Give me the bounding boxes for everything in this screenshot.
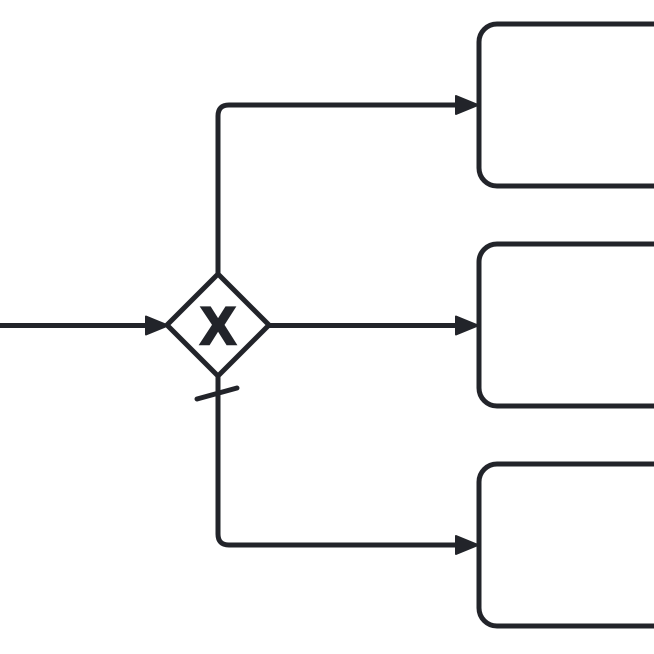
- arrowhead-icon: [145, 315, 169, 336]
- sequence-flow-incoming[interactable]: [0, 315, 169, 336]
- arrowhead-icon: [455, 95, 479, 115]
- task-top[interactable]: [476, 21, 654, 189]
- gateway-diamond-shape[interactable]: [163, 270, 273, 380]
- arrowhead-icon: [455, 315, 479, 336]
- sequence-flow-bottom-default[interactable]: [194, 373, 479, 555]
- task-bottom[interactable]: [476, 461, 654, 629]
- sequence-flow-top-line[interactable]: [215, 102, 458, 277]
- sequence-flow-bottom-line[interactable]: [215, 373, 458, 548]
- task-middle[interactable]: [476, 241, 654, 409]
- arrowhead-icon: [455, 535, 479, 555]
- exclusive-gateway-x-icon: X: [200, 297, 235, 356]
- exclusive-gateway[interactable]: X: [163, 270, 273, 380]
- default-flow-slash-icon: [194, 385, 240, 402]
- sequence-flow-top[interactable]: [215, 95, 479, 277]
- sequence-flow-middle[interactable]: [267, 315, 479, 336]
